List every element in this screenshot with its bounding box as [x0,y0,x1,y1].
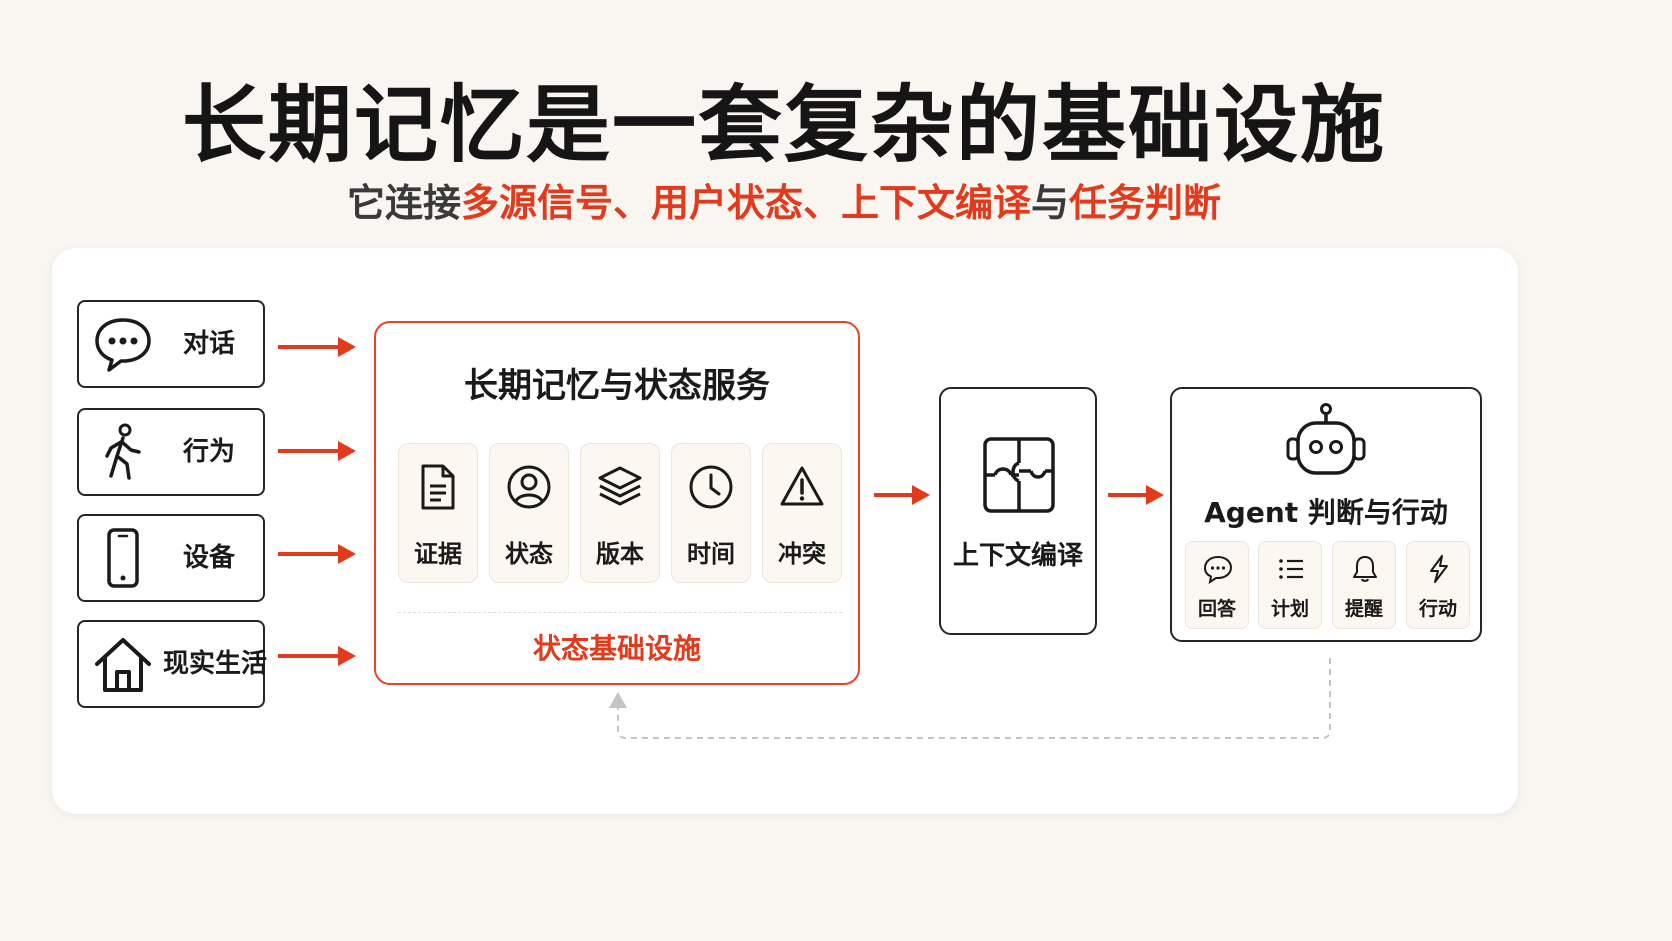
source-label: 对话 [182,329,235,359]
speech-bubble-icon [95,318,151,372]
arrow-right-icon [278,646,356,666]
service-item-label: 冲突 [778,540,826,568]
list-icon [1279,559,1303,579]
action-label: 回答 [1197,598,1236,620]
chat-dots-icon [1203,555,1233,584]
document-icon [421,464,455,510]
context-label: 上下文编译 [952,541,1083,571]
source-label: 设备 [182,543,235,573]
service-item-version: 版本 [580,443,660,583]
service-item-conflict: 冲突 [762,443,842,583]
source-behavior: 行为 [77,408,265,496]
service-item-label: 时间 [687,540,735,568]
action-plan: 计划 [1258,541,1322,629]
subtitle-conj: 与 [1031,181,1070,225]
source-label: 现实生活 [163,649,268,679]
subtitle-lead: 它连接 [346,181,461,225]
phone-icon [107,528,139,588]
service-item-state: 状态 [489,443,569,583]
lightning-icon [1430,555,1448,583]
service-footer: 状态基础设施 [532,632,701,665]
source-real-life: 现实生活 [77,620,268,708]
source-dialogue: 对话 [77,300,265,388]
action-answer: 回答 [1185,541,1249,629]
arrow-right-icon [278,337,356,357]
action-label: 计划 [1270,598,1309,620]
layers-icon [598,466,642,506]
action-remind: 提醒 [1332,541,1396,629]
walking-person-icon [105,423,141,480]
arrow-right-icon [278,441,356,461]
page-title: 长期记忆是一套复杂的基础设施 [181,76,1386,174]
puzzle-icon [983,437,1055,513]
service-item-evidence: 证据 [398,443,478,583]
context-compile-box: 上下文编译 [939,387,1097,635]
source-label: 行为 [182,437,235,467]
warning-icon [780,466,824,506]
agent-title: Agent 判断与行动 [1204,496,1448,529]
user-circle-icon [507,465,551,509]
arrow-right-icon [874,485,930,505]
house-icon [95,638,151,692]
service-item-label: 版本 [596,540,644,568]
arrow-right-icon [1108,485,1164,505]
source-device: 设备 [77,514,265,602]
action-label: 行动 [1418,598,1457,620]
subtitle-highlight-2: 任务判断 [1069,181,1222,225]
subtitle-highlight-1: 多源信号、用户状态、上下文编译 [460,181,1031,225]
action-label: 提醒 [1344,598,1383,620]
arrow-right-icon [278,544,356,564]
bell-icon [1353,556,1377,582]
divider [398,612,842,613]
service-item-label: 状态 [505,540,553,568]
service-item-label: 证据 [414,540,462,568]
robot-icon [1286,403,1366,475]
page-subtitle: 它连接多源信号、用户状态、上下文编译与任务判断 [0,172,1568,227]
service-title: 长期记忆与状态服务 [464,366,770,406]
clock-icon [689,465,733,509]
service-item-time: 时间 [671,443,751,583]
action-act: 行动 [1406,541,1470,629]
